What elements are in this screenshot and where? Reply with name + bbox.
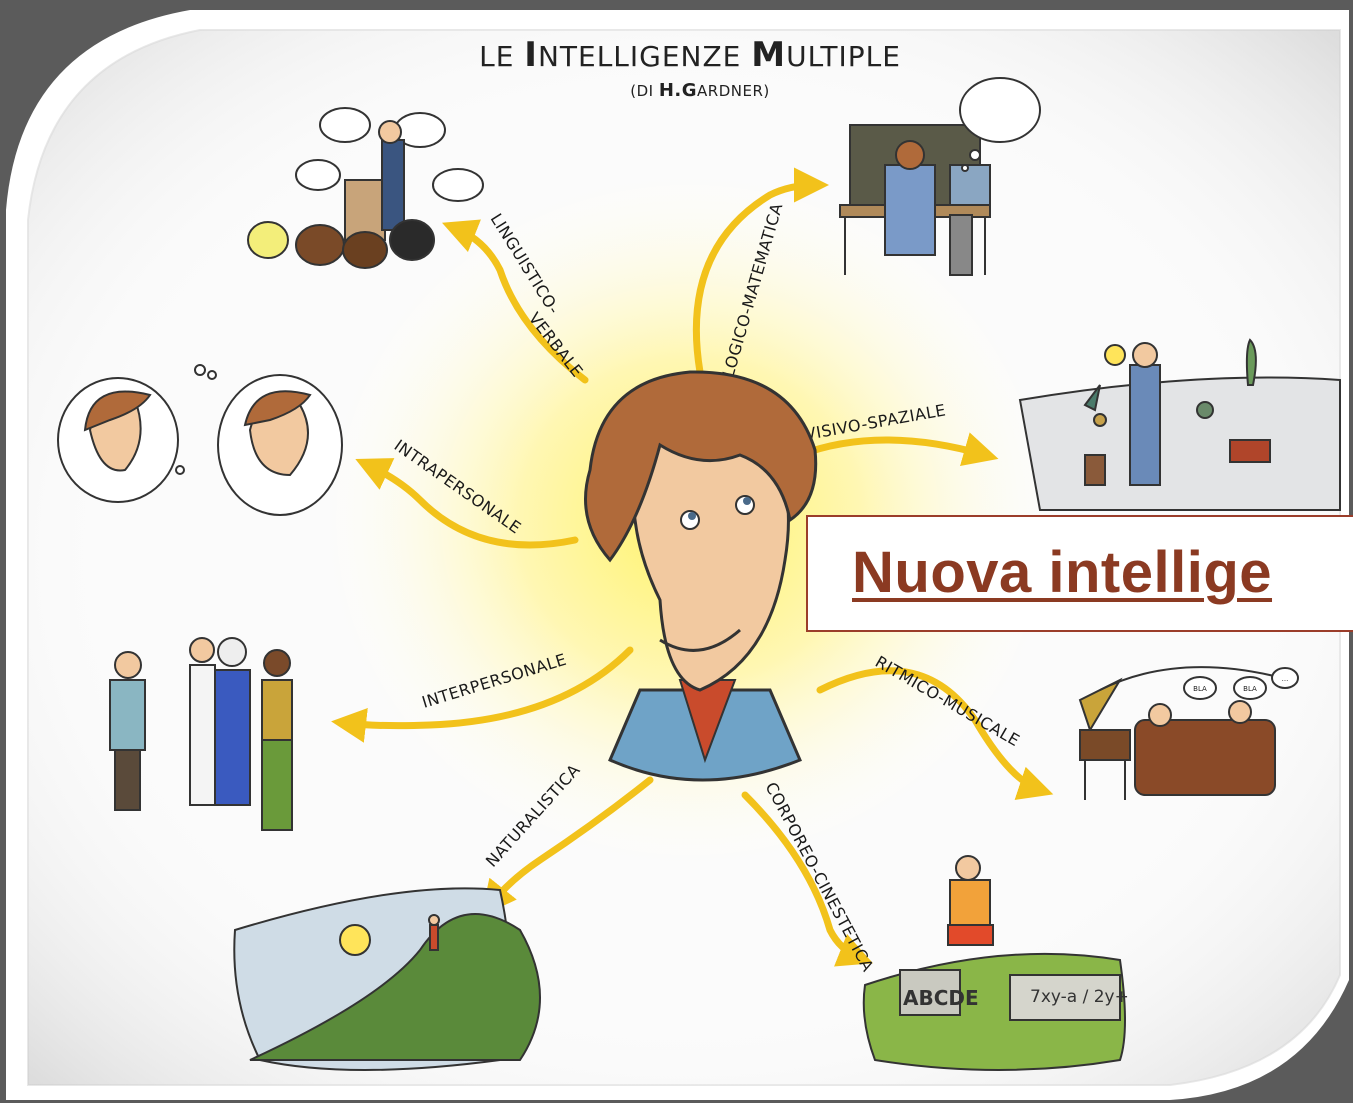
title-part: I	[524, 35, 538, 75]
intrapersonal-scene	[57, 364, 343, 516]
music-scene	[1078, 666, 1299, 800]
arrow-corporeo	[741, 791, 873, 967]
bubble-text: ...	[1282, 675, 1289, 683]
central-boy-portrait	[584, 370, 818, 782]
svg-text:LE INTELLIGENZE MULTIPLE: LE INTELLIGENZE MULTIPLE	[479, 35, 901, 75]
arrow-linguistico	[442, 219, 589, 384]
music-bubble-texts: BLA BLA ...	[1193, 675, 1288, 693]
arrows	[331, 167, 1054, 967]
interpersonal-scene	[109, 637, 293, 831]
arrow-intrapersonale	[355, 458, 579, 549]
subtitle-part: H.G	[659, 80, 697, 101]
bubble-text: BLA	[1243, 685, 1257, 693]
overlay-text-box: Nuova intellige	[806, 515, 1353, 632]
arrow-naturalistica	[481, 776, 654, 916]
title-part: LE	[479, 40, 524, 73]
spatial-scene	[1018, 338, 1341, 511]
title-part: NTELLIGENZE	[538, 40, 751, 73]
naturalistic-scene	[233, 887, 541, 1071]
programmer-scene	[839, 77, 1041, 276]
bubble-text: BLA	[1193, 685, 1207, 693]
arrow-ritmico	[816, 667, 1054, 800]
svg-text:(DI H.GARDNER): (DI H.GARDNER)	[630, 80, 770, 101]
kinesthetic-texts: ABCDE 7xy-a / 2y+	[903, 986, 1129, 1010]
overlay-heading: Nuova intellige	[852, 540, 1273, 605]
title-part: ULTIPLE	[786, 40, 901, 73]
speaker-scene	[247, 107, 484, 269]
stone-formula: 7xy-a / 2y+	[1030, 987, 1129, 1007]
arrow-visivo	[796, 432, 999, 467]
subtitle-part: (DI	[630, 82, 659, 100]
stone-letters: ABCDE	[903, 986, 979, 1010]
title-part: M	[751, 35, 786, 75]
diagram-title: LE INTELLIGENZE MULTIPLE (DI H.GARDNER)	[479, 35, 901, 101]
subtitle-part: ARDNER)	[697, 82, 770, 100]
kinesthetic-scene	[862, 855, 1126, 1071]
arrow-interpersonale	[331, 646, 634, 743]
arrow-logico	[692, 167, 829, 376]
